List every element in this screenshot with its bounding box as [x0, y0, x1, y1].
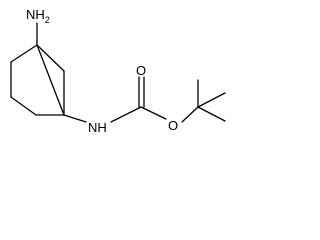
- atom-label-amine-top: NH2: [26, 7, 50, 25]
- bond-c5-n: [63, 114, 87, 123]
- bond-ester-o-tert-c: [181, 106, 199, 123]
- atom-label-ester-o: O: [168, 118, 178, 133]
- bond-c1-c5-bridge: [36, 44, 65, 116]
- bond-c1-c6: [36, 44, 65, 72]
- bicyclic-ring: [10, 44, 65, 116]
- boc-carbamate-chain: [63, 76, 226, 123]
- bond-carbonyl-c-ester-o: [140, 106, 167, 120]
- bond-n-carbonyl-c: [110, 106, 142, 123]
- atom-label-amine-top-subscript: 2: [45, 15, 50, 25]
- atom-label-carbonyl-o: O: [136, 63, 146, 78]
- atom-label-carbamate-nh: NH: [88, 120, 107, 135]
- bond-tert-c-methyl-right: [197, 92, 226, 108]
- chemical-structure-diagram: NH2 NH O O: [10, 7, 226, 135]
- bond-tert-c-methyl-down: [197, 106, 226, 122]
- bond-c1-c2: [10, 44, 38, 63]
- bond-c3-c4: [10, 96, 37, 116]
- atom-label-amine-top-main: NH: [26, 7, 45, 22]
